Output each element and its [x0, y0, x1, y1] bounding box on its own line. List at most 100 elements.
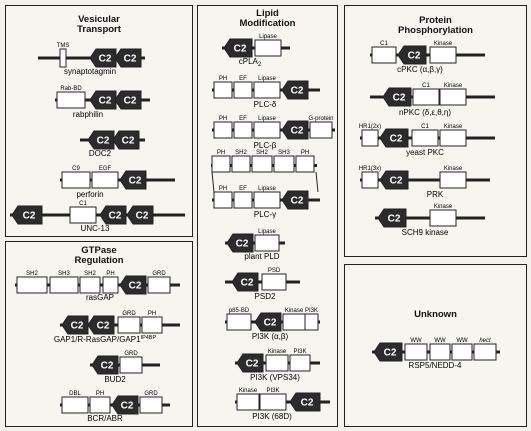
c2-domain: [119, 170, 147, 190]
domain-box: [226, 313, 252, 331]
panel-title-line-1: Lipid: [256, 8, 279, 19]
protein-name: PLC-γ: [254, 210, 276, 219]
domain-box: [69, 206, 97, 224]
c2-label: C2: [301, 398, 314, 409]
domain-label: C1: [380, 41, 388, 47]
c2-label: C2: [97, 136, 110, 147]
protein-name: PSD2: [255, 292, 276, 301]
c2-label: C2: [388, 214, 401, 225]
protein-name: cPKC (α,β,γ): [397, 65, 443, 74]
c2-domain: [91, 355, 119, 375]
domain-box: [254, 39, 282, 57]
domain-label: PH: [301, 150, 309, 156]
protein-name: RSP5/NEDD-4: [409, 361, 462, 370]
c2-label: C2: [121, 401, 134, 412]
domain-label: C1: [79, 201, 87, 207]
domain-label: PH: [96, 391, 104, 397]
domain-label: C1: [422, 83, 430, 89]
domain-box: [16, 276, 48, 294]
domain-box: [253, 191, 281, 209]
domain-label: Lipase: [258, 186, 276, 192]
domain-label: C1: [421, 124, 429, 130]
protein-name: SCH9 kinase: [402, 228, 449, 237]
domain-box: [91, 171, 119, 189]
c2-domain: [379, 170, 409, 190]
c2-domain: [119, 275, 147, 295]
protein-cpla2: C2 Lipase cPLA2: [222, 34, 290, 68]
c2-label: C2: [136, 211, 149, 222]
c2-label: C2: [246, 359, 259, 370]
c2-label: C2: [390, 176, 403, 187]
domain-box: [117, 316, 141, 334]
domain-label: Rab-BD: [60, 86, 82, 92]
panel-title-line-1: Unknown: [414, 309, 457, 320]
domain-box: [429, 209, 457, 227]
c2-label: C2: [23, 211, 36, 222]
domain-label: Kinase: [434, 204, 453, 210]
domain-label: GRD: [152, 271, 166, 277]
domain-box: [254, 234, 280, 252]
domain-label: PH: [106, 271, 114, 277]
c2-domain: [11, 205, 43, 225]
c2-domain: [397, 45, 427, 65]
panel-title-line-1: GTPase: [81, 245, 117, 256]
domain-label: hect: [479, 338, 491, 344]
c2-domain: [373, 342, 403, 362]
domain-box: [273, 155, 295, 173]
domain-box: [404, 343, 428, 361]
domain-box: [119, 356, 143, 374]
domain-box: [233, 191, 253, 209]
c2-label: C2: [384, 348, 397, 359]
domain-box: [411, 129, 439, 147]
c2-label: C2: [390, 134, 403, 145]
domain-label: Lipase: [258, 116, 276, 122]
c2-label: C2: [393, 93, 406, 104]
backbone-line: [360, 178, 490, 182]
domain-box: [233, 121, 253, 139]
domain-label: TMS: [57, 43, 70, 49]
domain-box: [253, 81, 281, 99]
domain-label: PH: [219, 186, 227, 192]
domain-box: [289, 354, 311, 372]
c2-domain: [254, 312, 282, 332]
protein-name: DOC2: [89, 149, 112, 158]
domain-label: SH2: [84, 271, 96, 277]
domain-box: [473, 343, 497, 361]
protein-name: cPLA2: [239, 57, 262, 68]
domain-label: EF: [239, 116, 247, 122]
backbone-line: [370, 53, 485, 57]
protein-name: UNC-13: [81, 224, 110, 233]
c2-domain: [281, 120, 309, 140]
domain-box: [259, 393, 287, 411]
domain-label: Kinase: [285, 308, 304, 314]
domain-box: [61, 396, 89, 414]
domain-box: [213, 121, 233, 139]
protein-name: perforin: [76, 190, 103, 199]
domain-label: HR1(2x): [359, 124, 381, 130]
domain-label: SH3: [278, 150, 290, 156]
domain-box: [361, 129, 379, 147]
domain-label: WW: [456, 338, 468, 344]
domain-box: [439, 129, 467, 147]
domain-box: [361, 171, 379, 189]
domain-label: Lipase: [259, 34, 277, 40]
c2-domain: [289, 392, 321, 412]
domain-label: Kinase: [444, 83, 463, 89]
c2-label: C2: [71, 321, 84, 332]
protein-name: PLC-δ: [254, 100, 277, 109]
domain-box: [261, 273, 287, 291]
domain-box: [49, 276, 79, 294]
protein-name: BUD2: [104, 375, 126, 384]
c2-domain: [111, 395, 139, 415]
domain-label: SH2: [26, 271, 38, 277]
c2-domain: [236, 353, 264, 373]
domain-label: G-protein: [308, 116, 333, 122]
c2-label: C2: [234, 44, 247, 55]
